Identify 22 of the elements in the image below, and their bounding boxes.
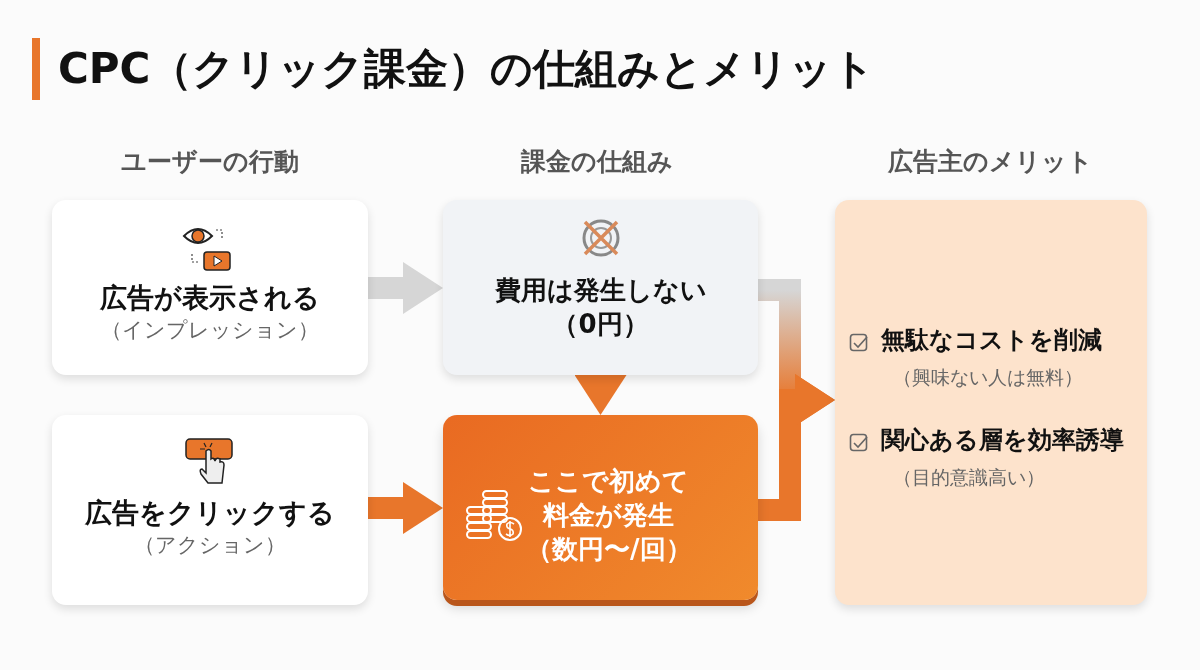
arrow — [574, 375, 627, 415]
benefit-note: （興味ない人は無料） — [893, 365, 1083, 390]
benefit-note: （目的意識高い） — [893, 465, 1045, 490]
action-title: 広告が表示される — [99, 281, 321, 315]
column-heading: ユーザーの行動 — [120, 146, 300, 178]
action-note: （アクション） — [133, 532, 287, 559]
column-heading: 広告主のメリット — [886, 146, 1094, 178]
benefit-panel — [835, 200, 1147, 605]
arrow — [368, 262, 443, 314]
benefit-title: 関心ある層を効率誘導 — [881, 425, 1124, 456]
column-heading: 課金の仕組み — [520, 146, 674, 178]
arrow — [368, 482, 443, 534]
cost-text: 費用は発生しない（0円） — [493, 274, 708, 341]
benefit-title: 無駄なコストを削減 — [881, 325, 1102, 356]
title: CPC（クリック課金）の仕組みとメリット — [58, 43, 876, 95]
cost-box — [443, 200, 758, 375]
action-note: （インプレッション） — [100, 317, 320, 344]
action-box — [52, 200, 368, 375]
action-title: 広告をクリックする — [84, 496, 336, 530]
arrow — [758, 374, 835, 521]
action-box — [52, 415, 368, 605]
charge-text: ここで初めて料金が発生（数円〜/回） — [525, 465, 693, 566]
